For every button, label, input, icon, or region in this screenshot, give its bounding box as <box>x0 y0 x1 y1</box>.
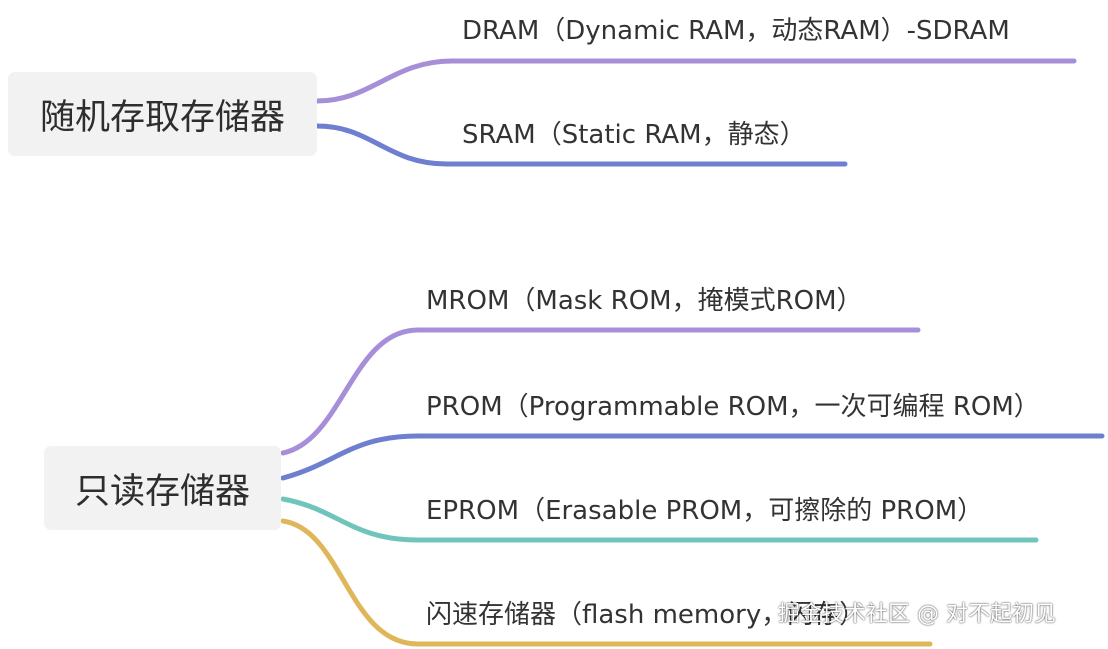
branch-connector <box>314 123 848 167</box>
branch-connector <box>280 327 921 456</box>
leaf-node-prom[interactable]: PROM（Programmable ROM，一次可编程 ROM） <box>426 392 1040 422</box>
root-node-label: 随机存取存储器 <box>39 97 285 138</box>
leaf-node-eprom[interactable]: EPROM（Erasable PROM，可擦除的 PROM） <box>426 496 984 526</box>
leaf-node-dram[interactable]: DRAM（Dynamic RAM，动态RAM）-SDRAM <box>462 16 1010 46</box>
leaf-node-mrom[interactable]: MROM（Mask ROM，掩模式ROM） <box>426 286 863 316</box>
branch-connector <box>280 433 1105 481</box>
root-node-read-only-memory[interactable]: 只读存储器 <box>44 446 281 530</box>
branch-connector <box>280 496 1039 543</box>
watermark: 掘金技术社区 @ 对不起初见 <box>778 602 1056 627</box>
root-node-random-access-memory[interactable]: 随机存取存储器 <box>8 72 317 156</box>
branch-connector <box>280 518 933 647</box>
leaf-node-sram[interactable]: SRAM（Static RAM，静态） <box>462 120 806 150</box>
root-node-label: 只读存储器 <box>74 471 250 512</box>
leaf-node-flash-memory[interactable]: 闪速存储器（flash memory，闪存） <box>426 600 866 630</box>
branch-connector <box>314 58 1077 104</box>
